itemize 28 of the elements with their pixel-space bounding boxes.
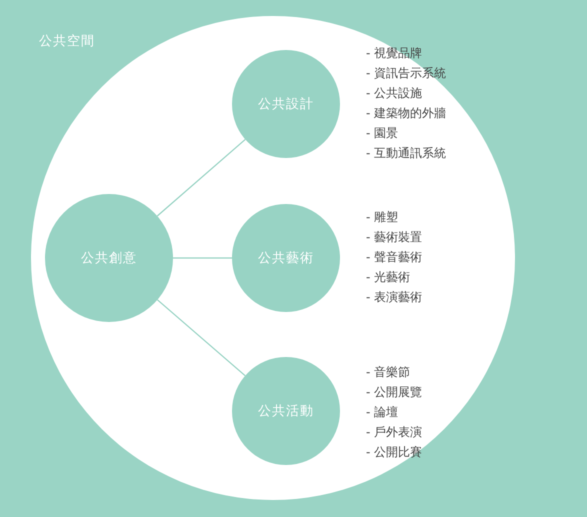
node-label: 公共活動 xyxy=(257,403,315,420)
list-item: - 公開比賽 xyxy=(366,444,422,461)
node-label: 公共藝術 xyxy=(257,250,315,267)
list-item: - 表演藝術 xyxy=(366,289,422,306)
central-circle xyxy=(45,194,173,322)
list-item: - 戶外表演 xyxy=(366,424,422,441)
area-heading: 公共空間 xyxy=(39,33,95,50)
branch-circle xyxy=(232,357,340,465)
list-item: - 公共設施 xyxy=(366,85,422,102)
boundary-circle xyxy=(31,16,515,500)
list-item: - 建築物的外牆 xyxy=(366,105,446,122)
list-item: - 聲音藝術 xyxy=(366,249,422,266)
list-item: - 雕塑 xyxy=(366,209,398,226)
branch-circle xyxy=(232,50,340,158)
connector-line xyxy=(173,257,232,259)
list-item: - 公開展覽 xyxy=(366,384,422,401)
list-item: - 音樂節 xyxy=(366,364,410,381)
list-item: - 光藝術 xyxy=(366,269,410,286)
connector-line xyxy=(157,299,246,376)
connector-line xyxy=(156,139,246,216)
node-label: 公共設計 xyxy=(257,96,315,113)
list-item: - 論壇 xyxy=(366,404,398,421)
branch-circle xyxy=(232,204,340,312)
list-item: - 園景 xyxy=(366,125,398,142)
list-item: - 互動通訊系統 xyxy=(366,145,446,162)
node-label: 公共創意 xyxy=(80,250,138,267)
list-item: - 資訊告示系統 xyxy=(366,65,446,82)
list-item: - 藝術裝置 xyxy=(366,229,422,246)
